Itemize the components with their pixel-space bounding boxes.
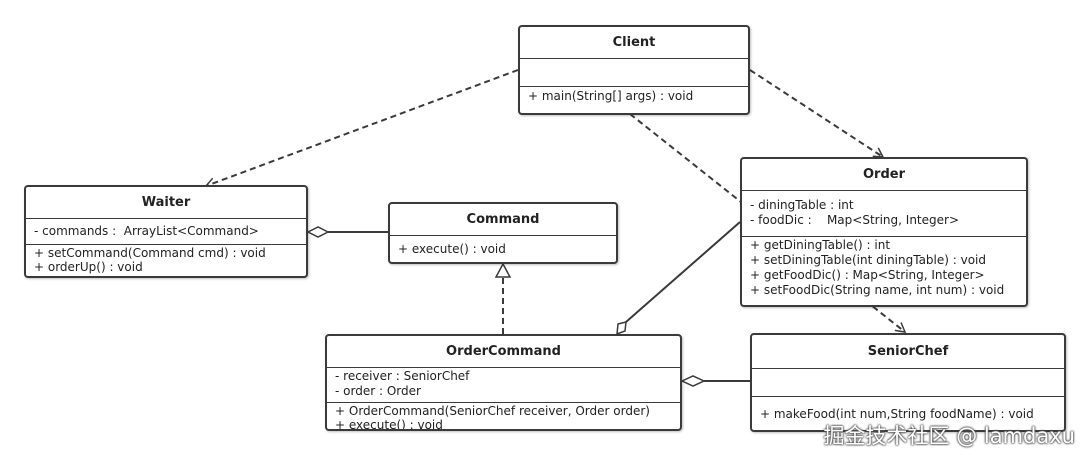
- class-name: OrderCommand: [327, 336, 680, 368]
- methods-section: + execute() : void: [390, 236, 616, 259]
- realization-triangle: [494, 262, 512, 278]
- class-seniorchef[interactable]: SeniorChef + makeFood(int num,String foo…: [750, 333, 1066, 432]
- methods-section: + getDiningTable() : int + setDiningTabl…: [742, 237, 1026, 300]
- method: + setFoodDic(String name, int num) : voi…: [750, 283, 1005, 297]
- class-command[interactable]: Command + execute() : void: [388, 202, 618, 264]
- class-name: Waiter: [26, 187, 306, 219]
- dependency-client-waiter: [204, 69, 519, 189]
- aggregation-ordercommand-order: [625, 221, 741, 323]
- methods-section: + OrderCommand(SeniorChef receiver, Orde…: [327, 403, 680, 431]
- attribute: - diningTable : int: [750, 198, 854, 212]
- method: + OrderCommand(SeniorChef receiver, Orde…: [335, 404, 650, 418]
- class-name: SeniorChef: [752, 335, 1064, 369]
- attribute: - receiver : SeniorChef: [335, 369, 470, 383]
- method: + setDiningTable(int diningTable) : void: [750, 253, 987, 267]
- method: + execute() : void: [335, 418, 443, 431]
- attribute: - order : Order: [335, 384, 421, 398]
- methods-section: + setCommand(Command cmd) : void + order…: [26, 245, 306, 276]
- methods-section: + main(String[] args) : void: [520, 87, 748, 106]
- class-ordercommand[interactable]: OrderCommand - receiver : SeniorChef - o…: [325, 334, 682, 431]
- aggregation-diamond-waiter: [306, 226, 330, 238]
- aggregation-diamond-ordercommand-order: [616, 321, 627, 336]
- class-name: Client: [520, 27, 748, 59]
- class-client[interactable]: Client + main(String[] args) : void: [518, 25, 750, 115]
- method: + execute() : void: [398, 242, 506, 256]
- attribute: - foodDic : Map<String, Integer>: [750, 213, 959, 227]
- class-name: Command: [390, 204, 616, 236]
- attributes-section: [752, 369, 1064, 397]
- method: + orderUp() : void: [34, 260, 143, 274]
- aggregation-diamond-ordercommand-chef: [680, 375, 706, 387]
- class-waiter[interactable]: Waiter - commands : ArrayList<Command> +…: [24, 185, 308, 278]
- method: + getFoodDic() : Map<String, Integer>: [750, 268, 985, 282]
- attributes-section: - receiver : SeniorChef - order : Order: [327, 368, 680, 403]
- dependency-client-order: [749, 69, 885, 158]
- methods-section: + makeFood(int num,String foodName) : vo…: [752, 397, 1064, 424]
- class-name: Order: [742, 159, 1026, 191]
- method: + getDiningTable() : int: [750, 238, 891, 252]
- method: + main(String[] args) : void: [528, 89, 694, 103]
- method: + makeFood(int num,String foodName) : vo…: [760, 407, 1034, 421]
- attributes-section: [520, 59, 748, 87]
- class-order[interactable]: Order - diningTable : int - foodDic : Ma…: [740, 157, 1028, 307]
- method: + setCommand(Command cmd) : void: [34, 246, 266, 260]
- watermark: 掘金技术社区 @ lamdaxu: [823, 424, 1075, 448]
- attributes-section: - commands : ArrayList<Command>: [26, 219, 306, 245]
- attributes-section: - diningTable : int - foodDic : Map<Stri…: [742, 191, 1026, 237]
- attribute: - commands : ArrayList<Command>: [34, 224, 259, 238]
